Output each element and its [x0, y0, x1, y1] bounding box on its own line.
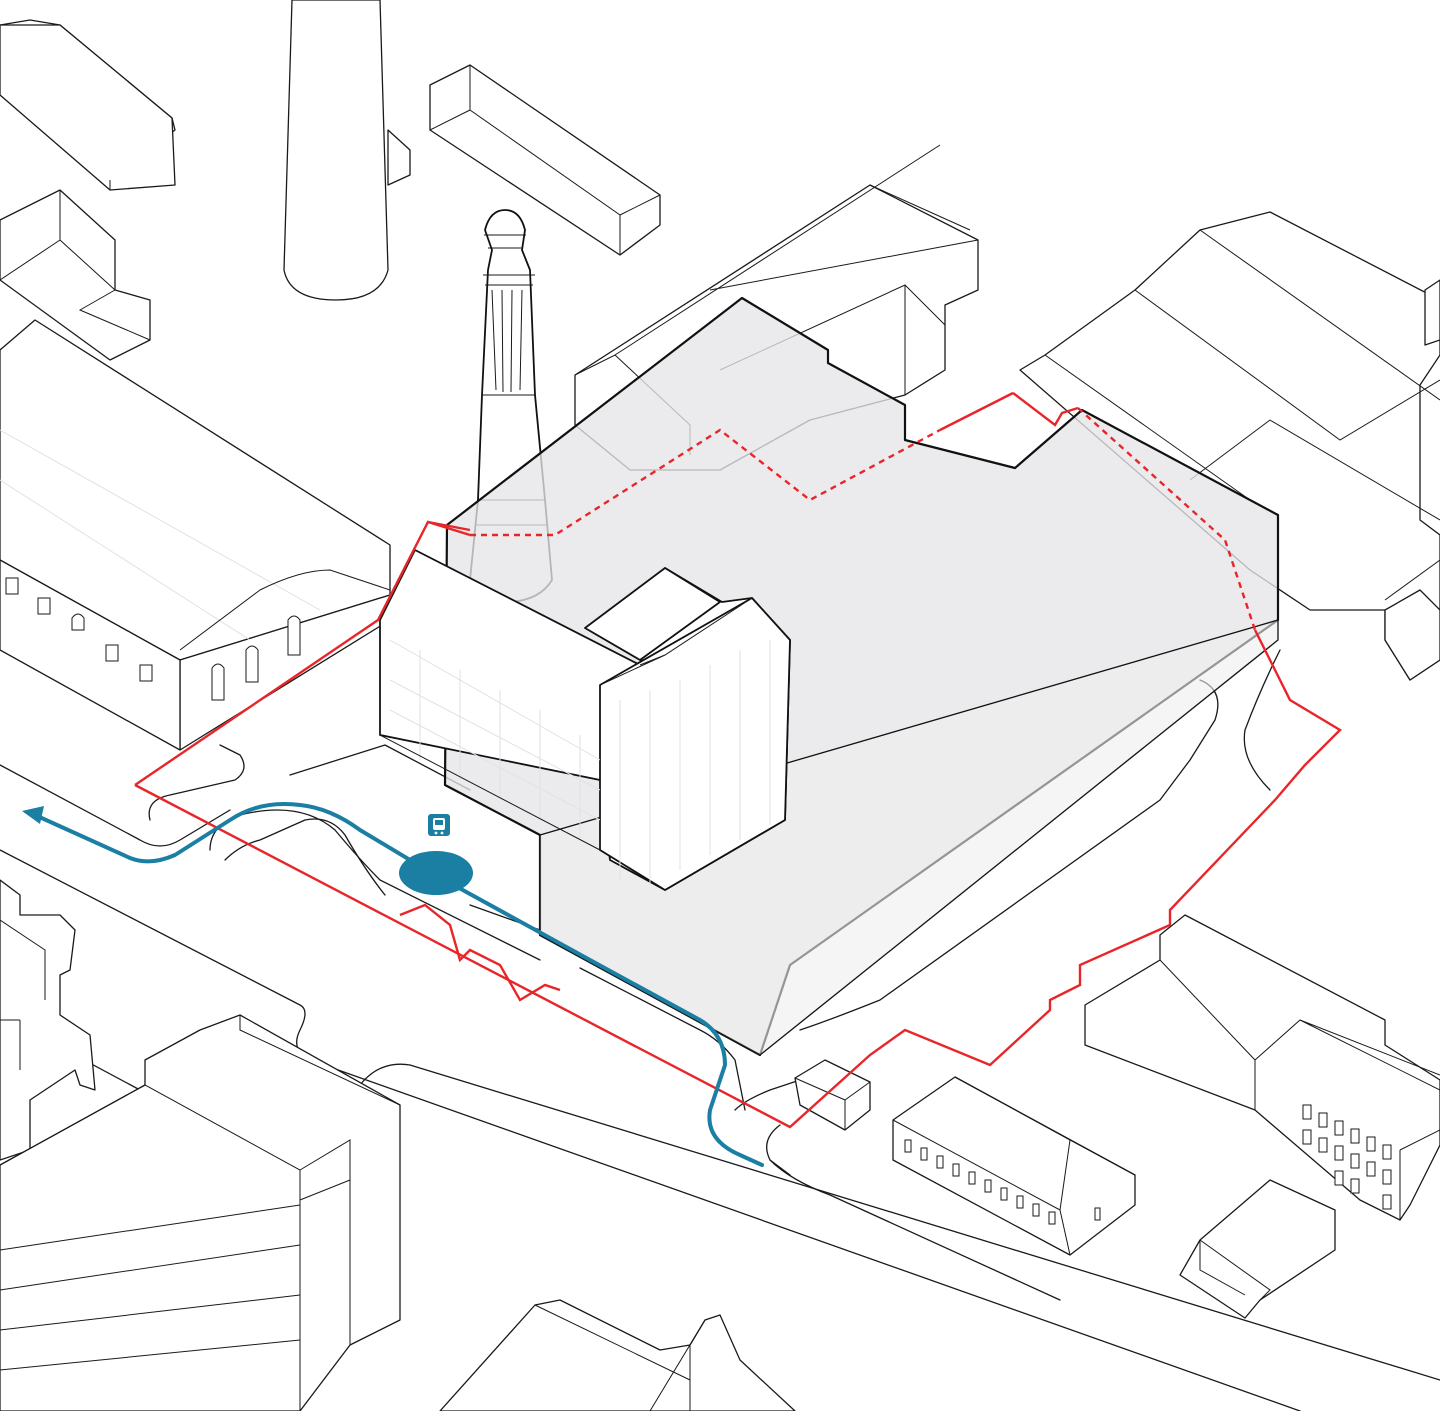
building-east-sheds: [1019, 211, 1440, 681]
building-south-house: [892, 1076, 1136, 1256]
arrow-left-icon: [22, 806, 44, 824]
building-west-stepped: [0, 189, 151, 361]
road-edge-cross: [359, 1063, 1440, 1381]
historic-factory-building: [379, 549, 791, 891]
bus-route-line: [33, 802, 764, 1167]
historic-roof-opening: [584, 567, 721, 661]
gatehouse: [794, 1059, 871, 1131]
bus-route: [22, 802, 764, 1167]
building-southeast-hall: [1084, 914, 1440, 1221]
road-curve-inner: [224, 818, 386, 896]
south-house-windows: [904, 1139, 1101, 1225]
site-boundary-solid: [134, 392, 1342, 1129]
road-curve-left: [148, 744, 245, 821]
building-north-long: [387, 64, 661, 256]
road-edge-main-north: [0, 764, 231, 847]
building-south-center: [439, 1299, 796, 1411]
southeast-hall-windows: [1302, 1104, 1392, 1210]
road-curve-plaza: [209, 809, 541, 961]
building-southeast-small: [1179, 1179, 1336, 1319]
road-sweep-east-2: [1243, 649, 1281, 791]
building-southwest-ornate: [0, 879, 96, 1161]
bus-icon: [428, 814, 450, 836]
road-sweep-east: [799, 679, 1219, 1031]
tall-chimney: [283, 0, 389, 301]
site-boundary: [134, 391, 1342, 1129]
road-edge-plaza-top: [289, 744, 471, 791]
building-west-shed: [0, 319, 391, 751]
road-edge-southeast: [769, 1159, 1061, 1301]
building-northwest: [0, 19, 176, 191]
bus-stop-marker: [399, 851, 473, 895]
building-south-block: [0, 1014, 401, 1411]
west-shed-windows: [5, 577, 301, 701]
site-boundary-dashed: [470, 407, 1257, 631]
